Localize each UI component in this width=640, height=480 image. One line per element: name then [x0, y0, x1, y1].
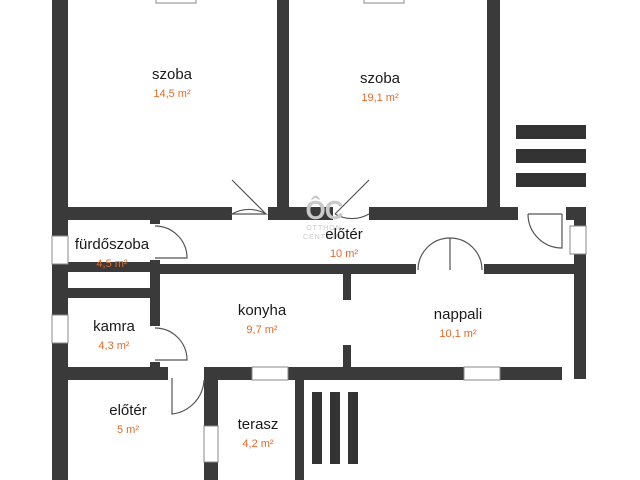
- wall: [52, 262, 160, 272]
- room-name: előtér: [109, 402, 147, 419]
- window: [51, 314, 69, 344]
- wall: [343, 270, 351, 300]
- room-name: kamra: [93, 318, 135, 335]
- room-area: 9,7 m²: [246, 324, 278, 336]
- room-label-kamra: kamra 4,3 m²: [44, 318, 184, 353]
- room-area: 4,3 m²: [98, 340, 130, 352]
- room-label-nappali: nappali 10,1 m²: [388, 306, 528, 341]
- room-name: előtér: [325, 226, 363, 243]
- door-swing: [417, 237, 483, 271]
- door-gap: [149, 326, 161, 362]
- wall: [487, 0, 500, 210]
- door-gap: [168, 366, 204, 381]
- room-name: szoba: [359, 70, 401, 87]
- door-swing: [527, 213, 563, 249]
- window: [569, 225, 587, 255]
- stair-step: [516, 173, 586, 187]
- room-label-eloter-1: előtér 10 m²: [274, 226, 414, 261]
- room-area: 4,5 m²: [96, 258, 128, 270]
- door-swing: [171, 378, 205, 415]
- room-name: konyha: [237, 302, 287, 319]
- window: [51, 235, 69, 265]
- doors: [149, 179, 563, 415]
- wall: [295, 378, 304, 480]
- door-swing: [154, 327, 188, 361]
- room-area: 10 m²: [329, 248, 359, 260]
- wall: [277, 0, 289, 214]
- room-area: 4,2 m²: [242, 438, 274, 450]
- room-name: terasz: [237, 416, 279, 433]
- room-label-furdoszoba: fürdőszoba 4,5 m²: [42, 236, 182, 271]
- room-area: 14,5 m²: [153, 88, 191, 100]
- watermark-line1: OTTHON: [306, 225, 342, 232]
- room-area: 10,1 m²: [439, 328, 477, 340]
- room-name: szoba: [151, 66, 193, 83]
- watermark: ÔC OTTHON CENTRUM: [292, 196, 356, 242]
- room-area: 5 m²: [117, 424, 139, 436]
- room-label-konyha: konyha 9,7 m²: [192, 302, 332, 337]
- room-area: 19,1 m²: [361, 92, 399, 104]
- room-name: fürdőszoba: [74, 236, 150, 253]
- wall: [150, 220, 160, 380]
- wall: [52, 288, 160, 298]
- stair-step: [348, 392, 358, 464]
- stair-step: [516, 125, 586, 139]
- wall: [150, 264, 580, 274]
- room-label-terasz: terasz 4,2 m²: [188, 416, 328, 451]
- room-label-eloter-2: előtér 5 m²: [58, 402, 198, 437]
- watermark-logo: ÔC: [305, 195, 344, 225]
- door-swing: [229, 179, 269, 215]
- watermark-line2: CENTRUM: [303, 234, 345, 241]
- window: [203, 425, 219, 463]
- wall: [343, 345, 351, 377]
- stair-step: [312, 392, 322, 464]
- window: [155, 0, 197, 4]
- window: [251, 366, 289, 381]
- room-label-szoba-1: szoba 14,5 m²: [102, 66, 242, 101]
- stairs: [312, 125, 586, 464]
- room-label-szoba-2: szoba 19,1 m²: [310, 70, 450, 105]
- door-gap: [149, 224, 161, 260]
- window: [463, 366, 501, 381]
- window: [363, 0, 405, 4]
- windows: [51, 0, 587, 463]
- stair-step: [330, 392, 340, 464]
- stair-step: [516, 149, 586, 163]
- room-name: nappali: [433, 306, 483, 323]
- door-swing: [154, 225, 188, 259]
- door-swing: [334, 179, 370, 220]
